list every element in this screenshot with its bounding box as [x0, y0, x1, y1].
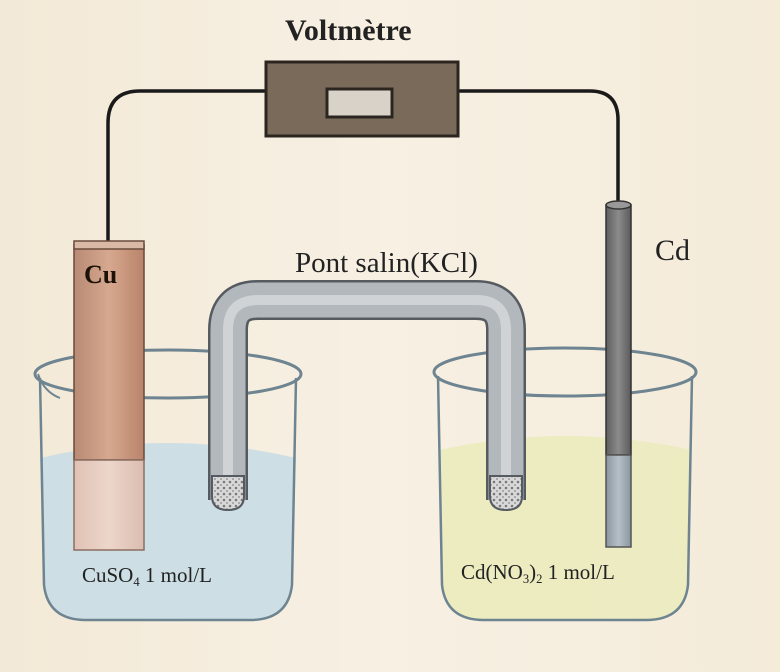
copper-electrode-upper: [73, 244, 145, 461]
right-beaker-rim: [432, 346, 698, 398]
copper-electrode: [73, 240, 145, 551]
right-solution-formula: Cd(NO: [461, 560, 523, 584]
left-solution-concentration: 1 mol/L: [139, 563, 212, 587]
copper-electrode-submerged: [73, 459, 145, 551]
right-plug: [489, 475, 523, 512]
left-solution-subscript: 4: [133, 574, 140, 589]
left-beaker-rim: [33, 348, 303, 400]
voltmeter: [264, 60, 460, 138]
right-solution-concentration: 1 mol/L: [542, 560, 615, 584]
right-solution-subscript-1: 3: [522, 571, 530, 586]
right-solution-formula-close: ): [529, 560, 537, 584]
left-solution-formula: CuSO: [82, 563, 134, 587]
voltmeter-display: [325, 87, 394, 119]
cadmium-electrode-top: [605, 200, 632, 210]
copper-electrode-top: [73, 240, 145, 250]
cadmium-electrode-upper: [605, 204, 632, 456]
left-solution-label: CuSO4 1 mol/L: [82, 563, 212, 590]
right-solution-label: Cd(NO3)2 1 mol/L: [461, 560, 615, 587]
right-beaker-glass: [436, 375, 694, 622]
voltmeter-label: Voltmètre: [285, 14, 412, 47]
salt-bridge: [208, 280, 526, 512]
left-beaker-back-rim: [37, 373, 61, 399]
right-solution-subscript-2: 2: [536, 571, 543, 586]
left-beaker-glass: [38, 377, 298, 622]
right-wire: [457, 89, 620, 205]
copper-label: Cu: [84, 260, 118, 289]
cadmium-electrode: [605, 200, 632, 548]
cadmium-label: Cd: [655, 234, 691, 267]
salt-bridge-highlight: [223, 295, 511, 500]
cadmium-electrode-submerged: [605, 454, 632, 548]
right-beaker-solution: [439, 436, 692, 620]
salt-bridge-label: Pont salin(KCl): [295, 247, 478, 279]
left-wire: [106, 89, 268, 245]
left-plug: [211, 475, 245, 512]
